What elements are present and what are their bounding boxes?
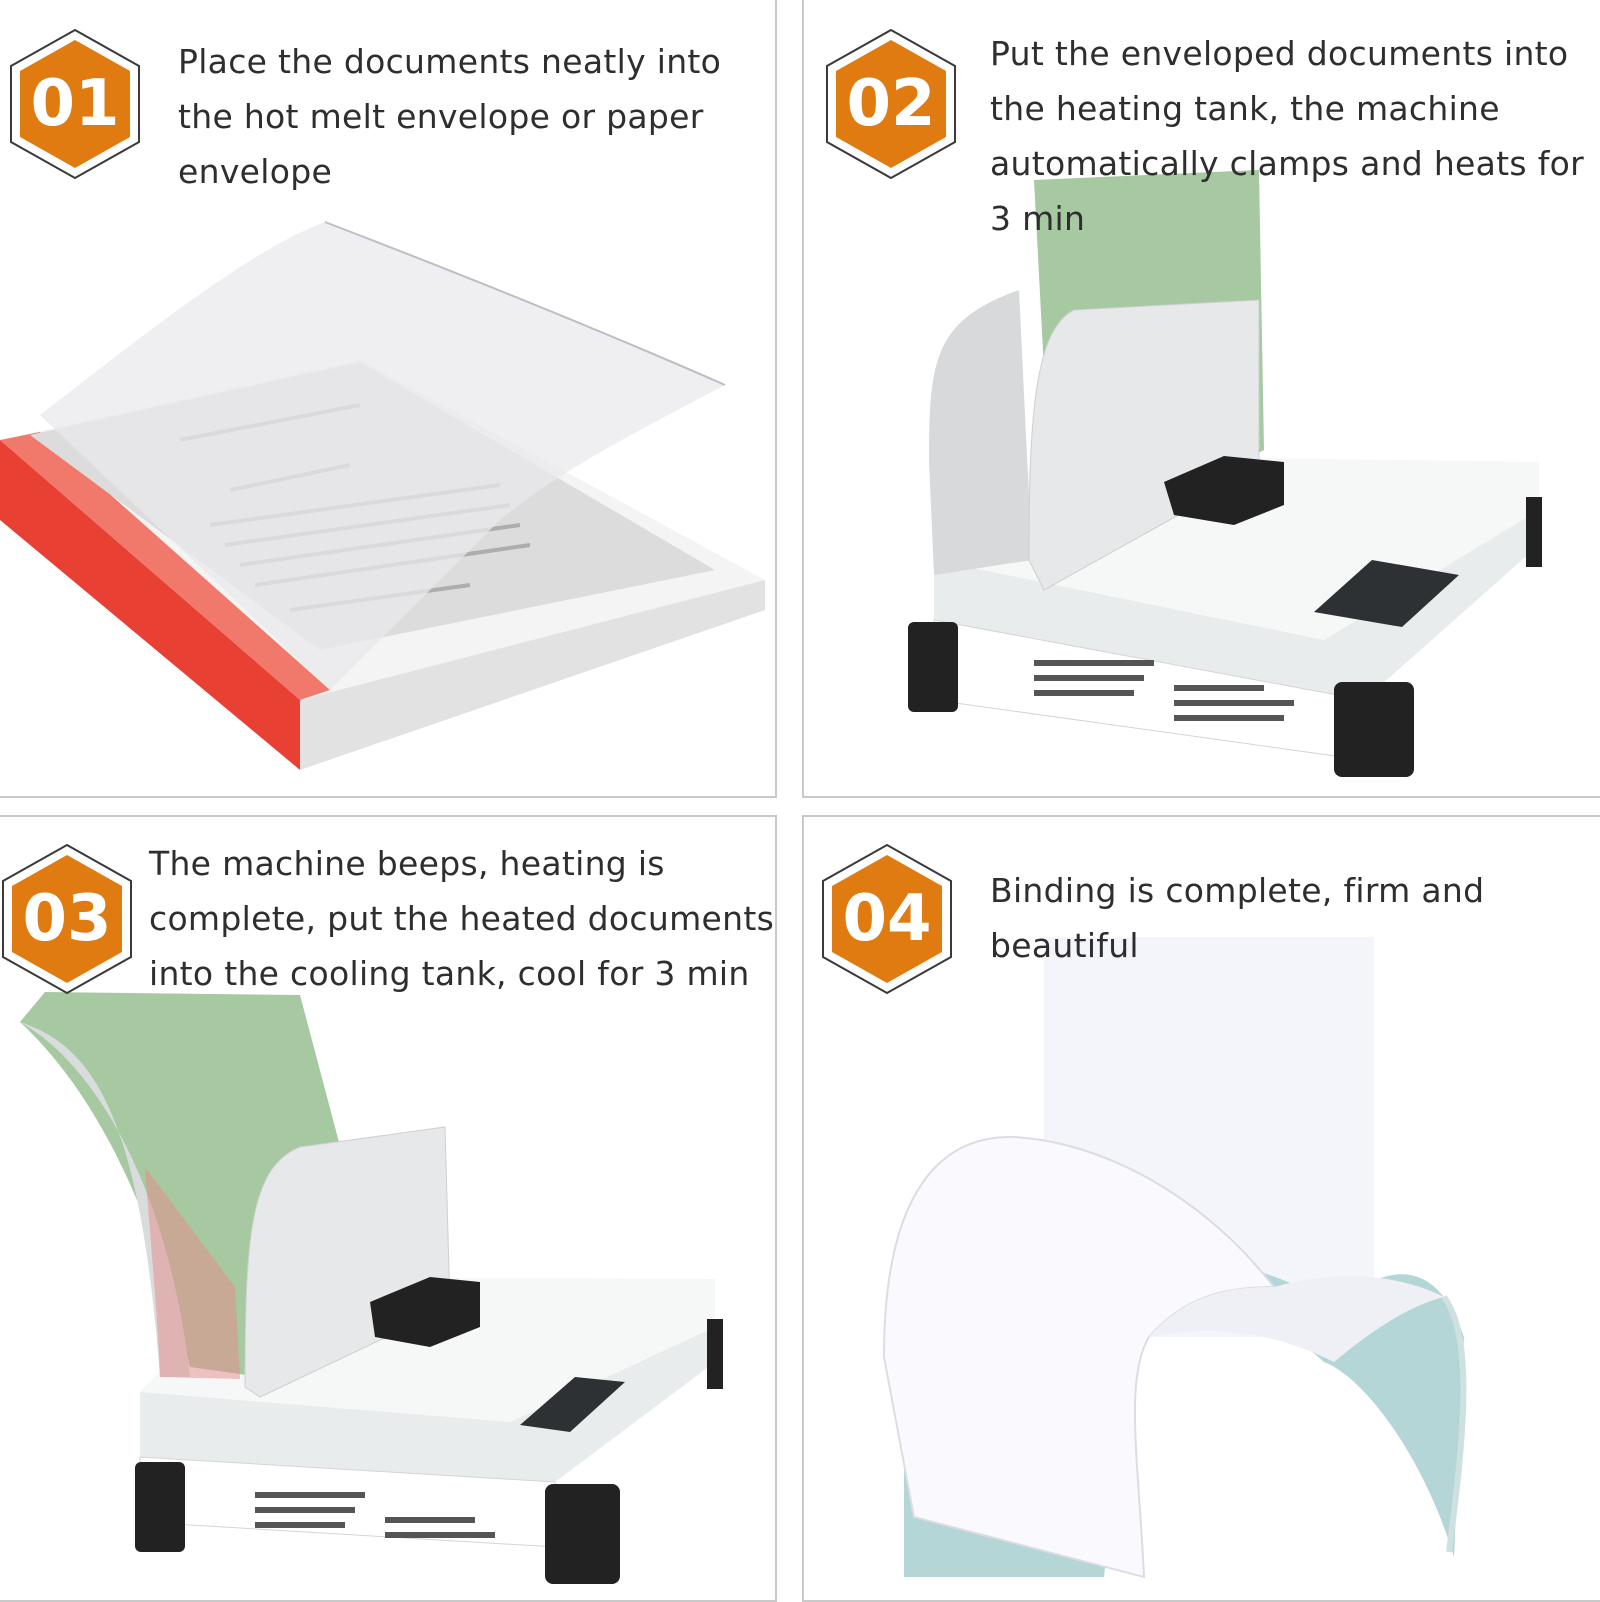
- step-panel-4: 04 Binding is complete, firm and beautif…: [802, 815, 1600, 1602]
- step-panel-1: 01 Place the documents neatly into the h…: [0, 0, 777, 798]
- step-description: Place the documents neatly into the hot …: [178, 42, 722, 191]
- step-badge-2: 02: [824, 28, 958, 180]
- step-badge-4: 04: [820, 843, 954, 995]
- step-panel-3: 03 The machine beeps, heating is complet…: [0, 815, 777, 1602]
- hexagon-icon: [2, 843, 132, 995]
- step-badge-1: 01: [8, 28, 142, 180]
- step-number: 01: [30, 67, 120, 141]
- step-badge-3: 03: [0, 843, 134, 995]
- hexagon-icon: [10, 28, 140, 180]
- document-envelope-illustration: [0, 221, 765, 770]
- hexagon-icon: [822, 843, 952, 995]
- step-description: The machine beeps, heating is complete, …: [149, 844, 775, 993]
- hexagon-icon: [826, 28, 956, 180]
- step-number: 04: [842, 882, 932, 956]
- cooling-machine-illustration: [20, 992, 723, 1584]
- step-description: Binding is complete, firm and beautiful: [990, 871, 1485, 965]
- step-number: 02: [846, 67, 936, 141]
- step-panel-2: 02 Put the enveloped documents into the …: [802, 0, 1600, 798]
- bound-book-illustration: [882, 937, 1467, 1579]
- step-number: 03: [22, 882, 112, 956]
- step-description: Put the enveloped documents into the hea…: [990, 34, 1584, 238]
- heating-machine-illustration: [908, 170, 1542, 777]
